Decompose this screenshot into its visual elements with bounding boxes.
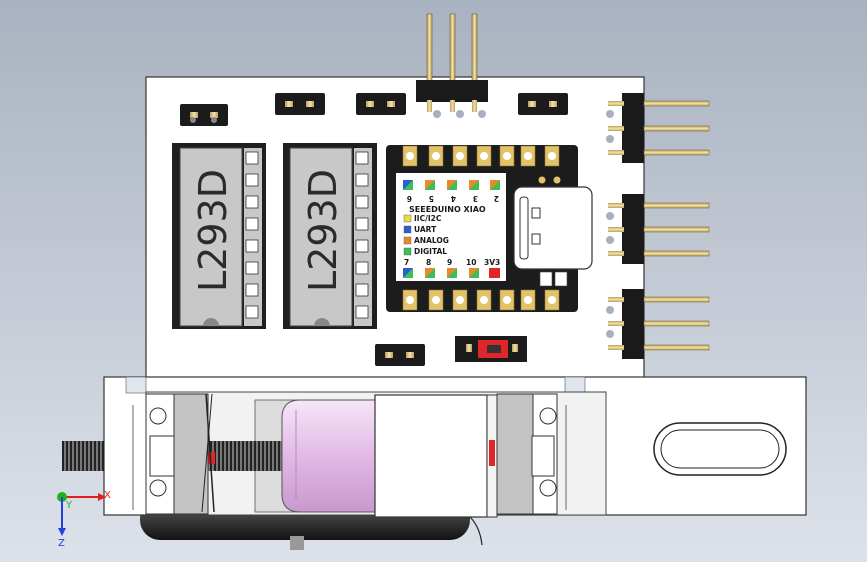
chip-1-label: L293D (191, 169, 235, 292)
xiao-bottom-pin-2: 9 (447, 258, 452, 267)
slide-switch[interactable] (455, 336, 527, 362)
jumper-header-3 (356, 93, 406, 115)
l293d-chip-1: L293D (172, 143, 266, 329)
right-header-2 (606, 194, 710, 264)
axis-x-label: X (104, 490, 111, 501)
motor-mount-right (496, 393, 567, 515)
xiao-bottom-pin-4: 3V3 (484, 258, 500, 267)
xiao-top-pin-3: 3 (473, 194, 478, 203)
xiao-top-pin-markers (403, 180, 500, 190)
legend-digital-label: DIGITAL (414, 247, 447, 256)
xiao-top-pin-0: 6 (407, 194, 412, 203)
right-header-1 (606, 93, 710, 163)
xiao-top-pin-2: 4 (451, 194, 456, 203)
chassis-slot (653, 422, 787, 476)
xiao-top-pin-1: 5 (429, 194, 434, 203)
l293d-chip-2: L293D (283, 143, 377, 329)
xiao-top-pin-4: 2 (494, 194, 499, 203)
xiao-bottom-pin-markers (403, 268, 500, 278)
xiao-bottom-pin-3: 10 (466, 258, 476, 267)
seeeduino-xiao-module: 6 5 4 3 2 SEEEDUINO XIAO IIC/I2C UART AN… (386, 145, 593, 312)
jumper-header-1 (180, 104, 228, 126)
axis-z-label: Z (58, 538, 65, 549)
gear-motor (281, 394, 498, 546)
xiao-bottom-pin-0: 7 (404, 258, 409, 267)
jumper-header-2 (275, 93, 325, 115)
xiao-legend: IIC/I2C UART ANALOG DIGITAL (403, 214, 449, 256)
jumper-header-5 (375, 344, 425, 366)
legend-i2c-label: IIC/I2C (414, 214, 442, 223)
axis-triad: X Y Z (57, 490, 111, 549)
jumper-header-4 (518, 93, 568, 115)
usb-c-connector (513, 186, 593, 270)
xiao-bottom-pin-1: 8 (426, 258, 431, 267)
axis-y-label: Y (65, 500, 73, 511)
legend-analog-label: ANALOG (414, 236, 449, 245)
motor-mount-left (132, 393, 215, 515)
xiao-title: SEEEDUINO XIAO (409, 205, 486, 214)
chip-2-label: L293D (301, 169, 345, 292)
top-header (416, 13, 488, 118)
legend-uart-label: UART (414, 225, 437, 234)
right-header-3 (606, 289, 710, 359)
xiao-label-panel (396, 173, 506, 281)
